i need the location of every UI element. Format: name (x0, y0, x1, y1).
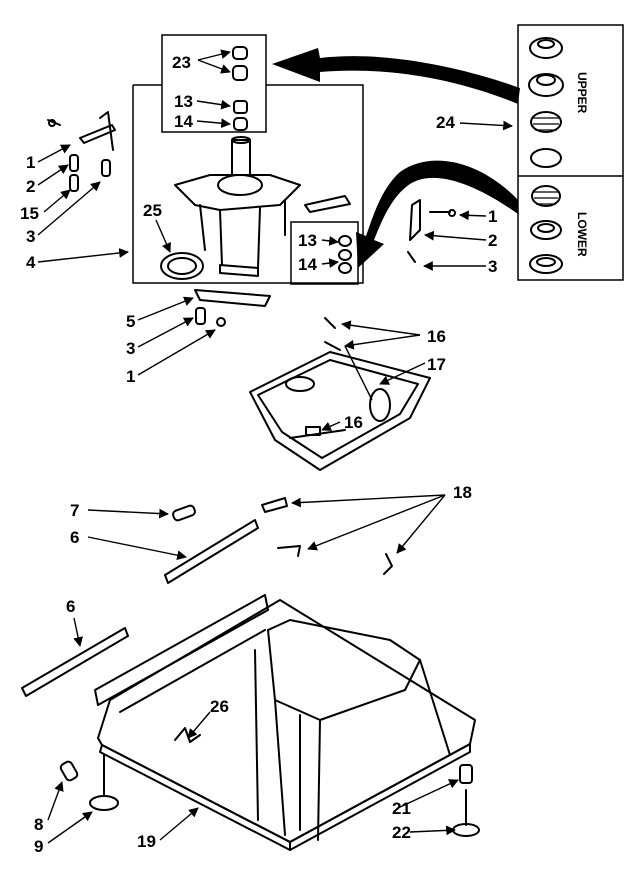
callout-14: 14 (298, 255, 317, 274)
lower-bearing-parts (529, 185, 563, 274)
callout-1: 1 (488, 207, 497, 226)
cabinet-base (21, 497, 480, 851)
top-assembly (47, 34, 456, 327)
callout-25: 25 (143, 201, 162, 220)
lower-side-label: LOWER (575, 212, 589, 257)
upper-bearing-parts (528, 37, 564, 168)
callout-22: 22 (392, 823, 411, 842)
callout-2: 2 (488, 231, 497, 250)
callout-18: 18 (453, 483, 472, 502)
callout-3: 3 (488, 257, 497, 276)
bearing-kit-panel: UPPER LOWER (517, 24, 624, 281)
upper-side-label: UPPER (575, 72, 589, 114)
callout-13: 13 (174, 92, 193, 111)
callout-3: 3 (126, 339, 135, 358)
callout-24: 24 (436, 113, 455, 132)
callout-16: 16 (344, 413, 363, 432)
callout-16: 16 (427, 327, 446, 346)
middle-base-plate (249, 317, 431, 471)
callout-23: 23 (172, 53, 191, 72)
callout-5: 5 (126, 312, 135, 331)
callout-3: 3 (26, 227, 35, 246)
callout-1: 1 (26, 153, 35, 172)
callout-8: 8 (34, 815, 43, 834)
callout-1: 1 (126, 367, 135, 386)
callout-19: 19 (137, 832, 156, 851)
callout-26: 26 (210, 697, 229, 716)
callout-9: 9 (34, 837, 43, 856)
callout-15: 15 (20, 204, 39, 223)
callout-17: 17 (427, 355, 446, 374)
callout-labels: 23 13 14 24 1 2 15 3 4 25 13 14 1 2 3 5 … (20, 53, 497, 856)
callout-4: 4 (26, 253, 36, 272)
callout-2: 2 (26, 177, 35, 196)
leader-lines (37, 49, 513, 844)
callout-13: 13 (298, 231, 317, 250)
callout-21: 21 (392, 799, 411, 818)
callout-6: 6 (66, 597, 75, 616)
callout-7: 7 (70, 501, 79, 520)
callout-14: 14 (174, 112, 193, 131)
callout-arrows (272, 48, 520, 268)
callout-6: 6 (70, 528, 79, 547)
